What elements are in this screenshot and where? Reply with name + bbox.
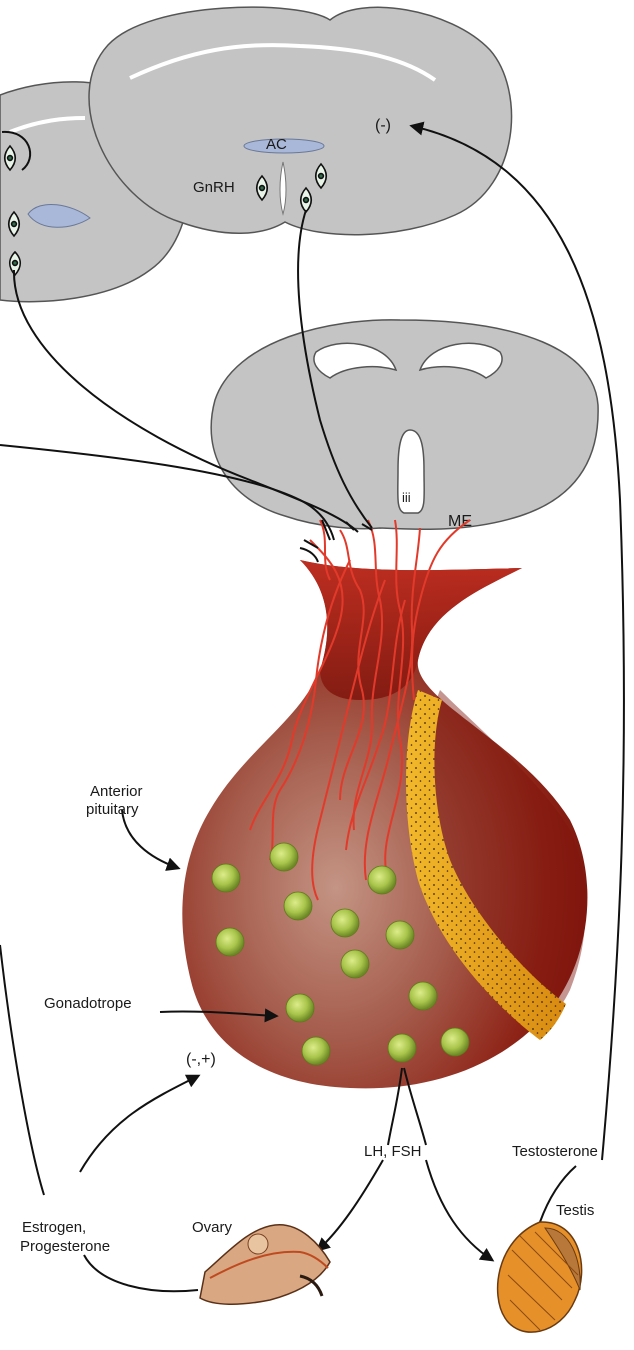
negative-feedback-label: (-) [375, 117, 391, 134]
hypothalamus-section: iii ME [211, 320, 598, 530]
pituitary-gland [182, 560, 587, 1088]
ovary-label: Ovary [192, 1219, 233, 1236]
estrogen-label: Estrogen, [22, 1219, 86, 1236]
ovary-icon [200, 1225, 330, 1305]
gnrh-label: GnRH [193, 179, 235, 196]
mixed-feedback-label: (-,+) [186, 1051, 216, 1068]
testis-label: Testis [556, 1202, 594, 1219]
gonadotrope-label: Gonadotrope [44, 995, 132, 1012]
lh-fsh-label: LH, FSH [364, 1143, 422, 1160]
ac-label: AC [266, 136, 287, 153]
testosterone-label: Testosterone [512, 1143, 598, 1160]
testis-icon [498, 1222, 582, 1332]
progesterone-label: Progesterone [20, 1238, 110, 1255]
third-ventricle-label: iii [402, 490, 411, 505]
pituitary-label: pituitary [86, 801, 139, 818]
anterior-label: Anterior [90, 783, 143, 800]
